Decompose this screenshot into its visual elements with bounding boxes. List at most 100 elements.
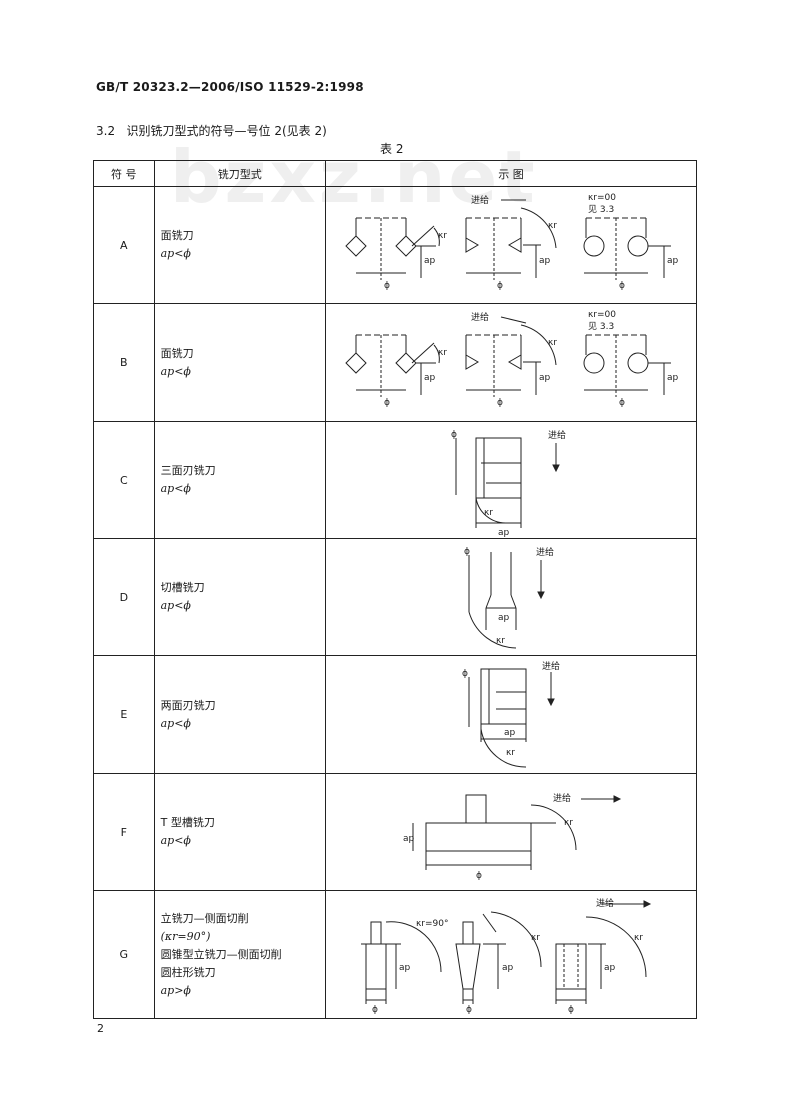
type-line: ap<ϕ: [160, 716, 191, 730]
phi-label: ϕ: [372, 1005, 378, 1015]
phi-label: ϕ: [619, 398, 625, 408]
figure-cell: ϕ 进给 ap κr: [325, 538, 697, 656]
row-type: T 型槽铣刀 ap<ϕ: [153, 773, 327, 891]
type-line: 切槽铣刀: [160, 581, 205, 594]
table-row: C 三面刃铣刀 ap<ϕ: [93, 421, 697, 539]
type-line: ap>ϕ: [160, 983, 191, 997]
row-type: 立铣刀—侧面切削 (κr=90°) 圆锥型立铣刀—侧面切削 圆柱形铣刀 ap>ϕ: [153, 890, 327, 1019]
feed-label: 进给: [542, 660, 560, 672]
ap-label: ap: [424, 256, 436, 266]
type-line: ap<ϕ: [160, 247, 191, 260]
ap-label: ap: [504, 728, 516, 738]
row-symbol: E: [93, 655, 155, 774]
phi-label: ϕ: [384, 281, 390, 291]
ap-label: ap: [403, 834, 415, 844]
ap-label: ap: [604, 963, 616, 973]
kr-label: κr: [506, 748, 515, 758]
kr00-label: κr=00: [588, 193, 616, 203]
row-symbol: C: [93, 421, 155, 539]
type-line: ap<ϕ: [160, 482, 191, 495]
feed-label: 进给: [471, 194, 489, 206]
row-symbol: F: [93, 773, 155, 891]
ap-label: ap: [667, 256, 679, 266]
col-header-type: 铣刀型式: [153, 160, 327, 187]
row-type: 切槽铣刀 ap<ϕ: [153, 538, 327, 656]
phi-label: ϕ: [462, 669, 468, 679]
type-line: 面铣刀: [160, 229, 194, 242]
figure-cell: κr=90° ap ϕ ap ϕ κr 进给 ap ϕ κr: [325, 890, 697, 1019]
type-line: 两面刃铣刀: [160, 698, 216, 712]
type-line: 圆柱形铣刀: [160, 965, 216, 979]
ap-label: ap: [399, 963, 411, 973]
ap-label: ap: [502, 963, 514, 973]
table-2: 符 号 铣刀型式 示 图 A 面铣刀 ap<ϕ: [93, 160, 697, 1019]
phi-label: ϕ: [466, 1005, 472, 1015]
kr-label: κr: [564, 818, 573, 828]
slotting-cutter-diagram: ϕ 进给 ap κr: [464, 546, 554, 648]
feed-label: 进给: [536, 546, 554, 558]
end-mill-diagram: κr=90° ap ϕ ap ϕ κr 进给 ap ϕ κr: [361, 897, 652, 1015]
type-line: 面铣刀: [160, 346, 194, 360]
ap-label: ap: [667, 373, 679, 383]
type-line: 立铣刀—侧面切削: [160, 911, 249, 925]
face-mill-diagram-a: ϕ ap κr 进给 ϕ ap κr κr=00 见 3.3 ϕ ap: [345, 193, 679, 291]
col-header-symbol: 符 号: [93, 160, 155, 187]
row-type: 面铣刀 ap<ϕ: [153, 303, 327, 422]
ap-label: ap: [498, 528, 510, 538]
phi-label: ϕ: [568, 1005, 574, 1015]
type-line: T 型槽铣刀: [160, 816, 215, 829]
type-line: 三面刃铣刀: [160, 464, 216, 477]
kr-label: κr: [548, 338, 557, 348]
figure-cell: ϕ 进给 ap κr: [325, 655, 697, 774]
phi-label: ϕ: [619, 281, 625, 291]
row-type: 面铣刀 ap<ϕ: [153, 186, 327, 304]
feed-label: 进给: [596, 897, 614, 909]
section-title: 识别铣刀型式的符号—号位 2(见表 2): [126, 124, 327, 138]
kr-label: κr: [531, 933, 540, 943]
kr90-label: κr=90°: [416, 919, 449, 929]
kr-label: κr: [634, 933, 643, 943]
feed-label: 进给: [553, 792, 571, 804]
kr-label: κr: [438, 348, 447, 358]
side-and-face-mill-diagram: ϕ 进给 κr ap: [451, 429, 566, 538]
phi-label: ϕ: [497, 398, 503, 408]
phi-label: ϕ: [451, 430, 457, 440]
page-number: 2: [97, 1022, 104, 1035]
table-caption: 表 2: [380, 142, 404, 156]
section-heading: 3.2 识别铣刀型式的符号—号位 2(见表 2): [96, 122, 327, 139]
phi-label: ϕ: [384, 398, 390, 408]
kr-label: κr: [484, 508, 493, 518]
row-type: 两面刃铣刀 ap<ϕ: [153, 655, 327, 774]
ap-label: ap: [539, 373, 551, 383]
kr-label: κr: [548, 221, 557, 231]
table-row: D 切槽铣刀 ap<ϕ ϕ 进给: [93, 538, 697, 656]
type-line: ap<ϕ: [160, 599, 191, 612]
phi-label: ϕ: [497, 281, 503, 291]
feed-label: 进给: [471, 311, 489, 323]
ap-label: ap: [539, 256, 551, 266]
section-number: 3.2: [96, 124, 116, 138]
table-row: F T 型槽铣刀 ap<ϕ ap: [93, 773, 697, 891]
table-row: G 立铣刀—侧面切削 (κr=90°) 圆锥型立铣刀—侧面切削 圆柱形铣刀 ap…: [93, 890, 697, 1019]
figure-cell: ϕ 进给 κr ap: [325, 421, 697, 539]
phi-label: ϕ: [464, 547, 470, 557]
figure-cell: ϕ ap κr 进给 ϕ ap κr κr=00 见 3.3 ϕ ap: [325, 303, 697, 422]
row-symbol: B: [93, 303, 155, 422]
type-line: ap<ϕ: [160, 834, 191, 847]
type-line: 圆锥型立铣刀—侧面切削: [160, 947, 282, 961]
row-type: 三面刃铣刀 ap<ϕ: [153, 421, 327, 539]
see33-label: 见 3.3: [588, 204, 614, 215]
kr-label: κr: [438, 231, 447, 241]
phi-label: ϕ: [476, 871, 482, 881]
figure-cell: ϕ ap κr 进给 ϕ ap κr κr=00 见 3.3 ϕ ap: [325, 186, 697, 304]
ap-label: ap: [424, 373, 436, 383]
row-symbol: A: [93, 186, 155, 304]
t-slot-cutter-diagram: ap ϕ 进给 κr: [403, 792, 622, 881]
table-row: B 面铣刀 ap<ϕ: [93, 303, 697, 422]
face-mill-diagram-b: ϕ ap κr 进给 ϕ ap κr κr=00 见 3.3 ϕ ap: [345, 310, 679, 408]
type-line: ap<ϕ: [160, 364, 191, 378]
see33-label: 见 3.3: [588, 321, 614, 332]
type-line: (κr=90°): [160, 929, 211, 943]
row-symbol: G: [93, 890, 155, 1019]
half-side-mill-diagram: ϕ 进给 ap κr: [462, 660, 560, 768]
